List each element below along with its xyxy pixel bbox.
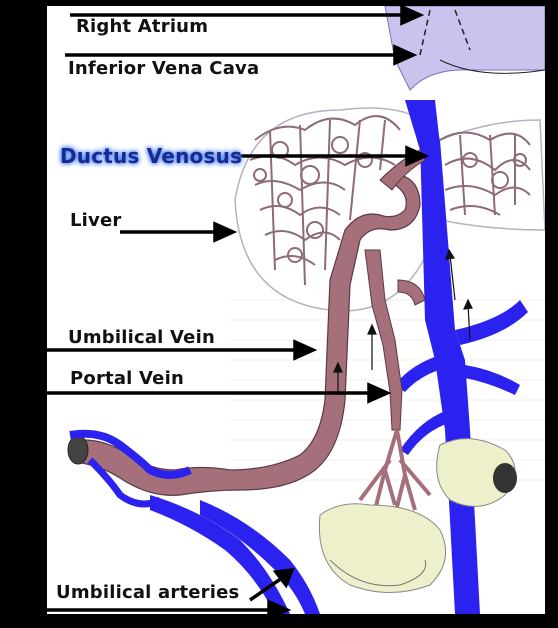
label-right-atrium: Right Atrium (76, 16, 208, 37)
left-black-strip (17, 0, 47, 628)
portal-branch-right (398, 280, 425, 305)
left-black-border (0, 0, 17, 628)
label-portal-vein: Portal Vein (70, 368, 184, 389)
bottom-black-border (0, 614, 558, 628)
intestine-lumen (493, 463, 517, 493)
top-black-border (0, 0, 558, 6)
label-umbilical-vein: Umbilical Vein (68, 327, 215, 348)
portal-vein-branches (360, 430, 430, 515)
stomach-shape (319, 504, 445, 593)
umbilical-cord-end (68, 436, 88, 464)
label-ductus-venosus: Ductus Venosus (60, 144, 242, 168)
right-black-border (545, 0, 558, 628)
label-umbilical-arteries: Umbilical arteries (56, 582, 239, 603)
liver-outline (235, 108, 545, 311)
label-liver: Liver (70, 210, 121, 231)
label-inferior-vena-cava: Inferior Vena Cava (68, 58, 259, 79)
